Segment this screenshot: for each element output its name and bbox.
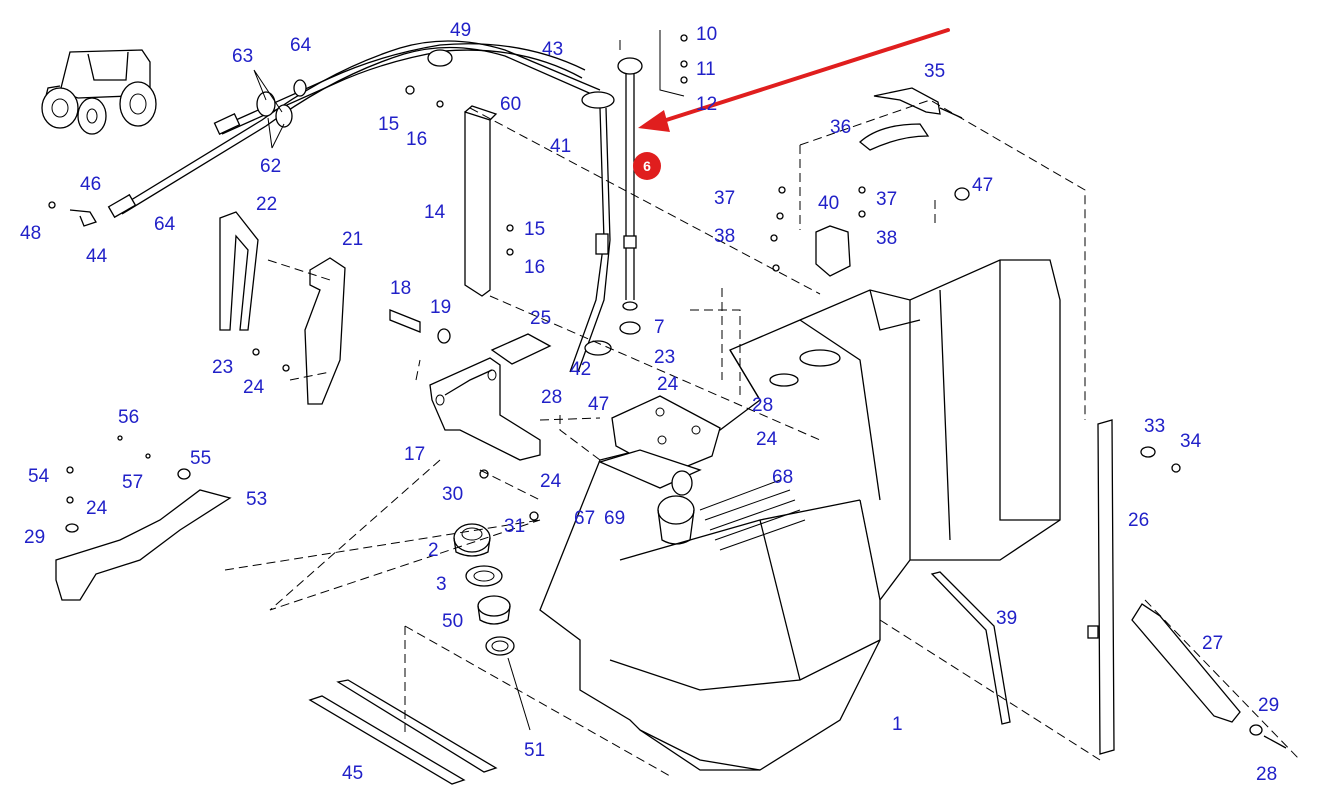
part-label-27[interactable]: 27 (1202, 633, 1223, 654)
part-label-24[interactable]: 24 (540, 471, 562, 492)
part-label-39[interactable]: 39 (996, 608, 1017, 629)
part-label-37[interactable]: 37 (876, 189, 897, 210)
part-label-10[interactable]: 10 (696, 24, 717, 45)
part-label-16[interactable]: 16 (406, 129, 427, 150)
part-label-25[interactable]: 25 (530, 308, 551, 329)
part-label-43[interactable]: 43 (542, 39, 563, 60)
part-label-69[interactable]: 69 (604, 508, 625, 529)
part-label-18[interactable]: 18 (390, 278, 411, 299)
part-label-44[interactable]: 44 (86, 246, 108, 267)
highlight-marker-label: 6 (643, 158, 651, 174)
part-label-35[interactable]: 35 (924, 61, 945, 82)
part-label-7[interactable]: 7 (654, 317, 665, 338)
part-label-2[interactable]: 2 (428, 540, 439, 561)
strip-39 (930, 571, 1011, 725)
part-label-48[interactable]: 48 (20, 223, 41, 244)
fuel-tank (539, 259, 1061, 771)
part-label-51[interactable]: 51 (524, 740, 545, 761)
part-label-30[interactable]: 30 (442, 484, 463, 505)
part-label-46[interactable]: 46 (80, 174, 101, 195)
bracket-17 (389, 309, 541, 521)
part-label-24[interactable]: 24 (243, 377, 265, 398)
part-label-57[interactable]: 57 (122, 472, 143, 493)
bracket-27 (1131, 603, 1287, 749)
part-label-38[interactable]: 38 (876, 228, 897, 249)
part-label-28[interactable]: 28 (752, 395, 773, 416)
filler-neck (598, 395, 721, 545)
part-label-29[interactable]: 29 (24, 527, 45, 548)
part-label-62[interactable]: 62 (260, 156, 281, 177)
part-label-40[interactable]: 40 (818, 193, 839, 214)
part-label-47[interactable]: 47 (972, 175, 993, 196)
part-label-23[interactable]: 23 (654, 347, 675, 368)
part-label-55[interactable]: 55 (190, 448, 211, 469)
part-label-60[interactable]: 60 (500, 94, 521, 115)
part-label-41[interactable]: 41 (550, 136, 571, 157)
part-label-67[interactable]: 67 (574, 508, 595, 529)
part-label-23[interactable]: 23 (212, 357, 233, 378)
part-label-15[interactable]: 15 (378, 114, 399, 135)
part-label-21[interactable]: 21 (342, 229, 363, 250)
part-label-42[interactable]: 42 (570, 359, 591, 380)
part-label-19[interactable]: 19 (430, 297, 451, 318)
part-label-24[interactable]: 24 (86, 498, 108, 519)
fuel-hoses (107, 40, 601, 219)
part-label-49[interactable]: 49 (450, 20, 471, 41)
tractor-thumbnail-icon (41, 49, 157, 135)
part-label-1[interactable]: 1 (892, 714, 903, 735)
part-label-29[interactable]: 29 (1258, 695, 1279, 716)
hose-clip (48, 201, 97, 227)
part-label-36[interactable]: 36 (830, 117, 851, 138)
rubber-strips (308, 679, 498, 785)
bracket-53 (55, 435, 232, 601)
assembly-guide-lines (224, 99, 1301, 777)
part-label-64[interactable]: 64 (290, 35, 312, 56)
part-label-63[interactable]: 63 (232, 46, 253, 67)
highlight-arrow-icon (638, 28, 950, 132)
part-label-3[interactable]: 3 (436, 574, 447, 595)
plate-25 (490, 333, 552, 365)
part-label-56[interactable]: 56 (118, 407, 139, 428)
part-label-50[interactable]: 50 (442, 611, 463, 632)
part-label-54[interactable]: 54 (28, 466, 50, 487)
highlight-marker[interactable]: 6 (633, 152, 661, 180)
bracket-21-22 (219, 211, 346, 405)
part-label-26[interactable]: 26 (1128, 510, 1149, 531)
part-label-53[interactable]: 53 (246, 489, 267, 510)
part-label-16[interactable]: 16 (524, 257, 545, 278)
filler-cap-set (453, 523, 531, 731)
part-label-28[interactable]: 28 (541, 387, 562, 408)
part-labels: 1 2 3 7 10 11 12 14 15 15 16 16 17 18 19… (20, 20, 1279, 785)
part-label-34[interactable]: 34 (1180, 431, 1202, 452)
part-label-45[interactable]: 45 (342, 763, 363, 784)
part-label-38[interactable]: 38 (714, 226, 735, 247)
part-label-68[interactable]: 68 (772, 467, 793, 488)
fuel-level-sender (569, 30, 688, 373)
part-label-12[interactable]: 12 (696, 94, 717, 115)
part-label-28[interactable]: 28 (1256, 764, 1277, 785)
part-label-31[interactable]: 31 (504, 516, 525, 537)
part-label-15[interactable]: 15 (524, 219, 545, 240)
part-label-24[interactable]: 24 (756, 429, 778, 450)
top-right-parts (770, 87, 970, 277)
part-label-11[interactable]: 11 (696, 59, 716, 80)
strap-26 (1087, 419, 1181, 755)
part-label-37[interactable]: 37 (714, 188, 735, 209)
part-label-47[interactable]: 47 (588, 394, 609, 415)
part-label-22[interactable]: 22 (256, 194, 277, 215)
part-label-17[interactable]: 17 (404, 444, 425, 465)
bracket-14 (405, 85, 514, 297)
part-label-33[interactable]: 33 (1144, 416, 1165, 437)
part-label-24[interactable]: 24 (657, 374, 679, 395)
part-label-14[interactable]: 14 (424, 202, 446, 223)
part-label-64[interactable]: 64 (154, 214, 176, 235)
